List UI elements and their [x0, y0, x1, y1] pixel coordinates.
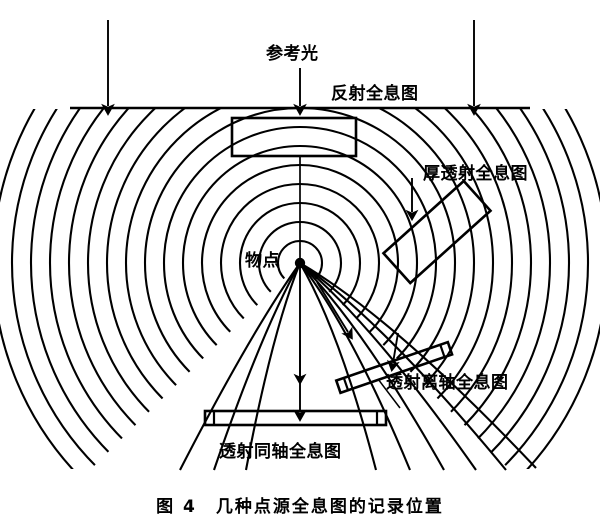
figure-caption: 图 4 几种点源全息图的记录位置 [156, 497, 444, 517]
reflection-hologram-plate [230, 116, 358, 158]
thick-transmission-hologram-label: 厚透射全息图 [423, 164, 528, 184]
ray-direction-arrows [293, 281, 353, 386]
thick-transmission-hologram-plate [381, 179, 493, 285]
transmission-inline-hologram-label: 透射同轴全息图 [219, 442, 342, 462]
reference-beam-label: 参考光 [266, 44, 319, 64]
object-point-dot [294, 257, 306, 269]
offaxis-hologram-pointer [387, 332, 400, 372]
reference-beam-arrows [101, 20, 481, 116]
reflection-hologram-label: 反射全息图 [331, 84, 419, 104]
radial-rays [179, 263, 537, 471]
offaxis-hologram-leader [377, 378, 401, 409]
object-point-label: 物点 [245, 251, 280, 271]
transmission-offaxis-hologram-label: 透射离轴全息图 [386, 373, 509, 393]
